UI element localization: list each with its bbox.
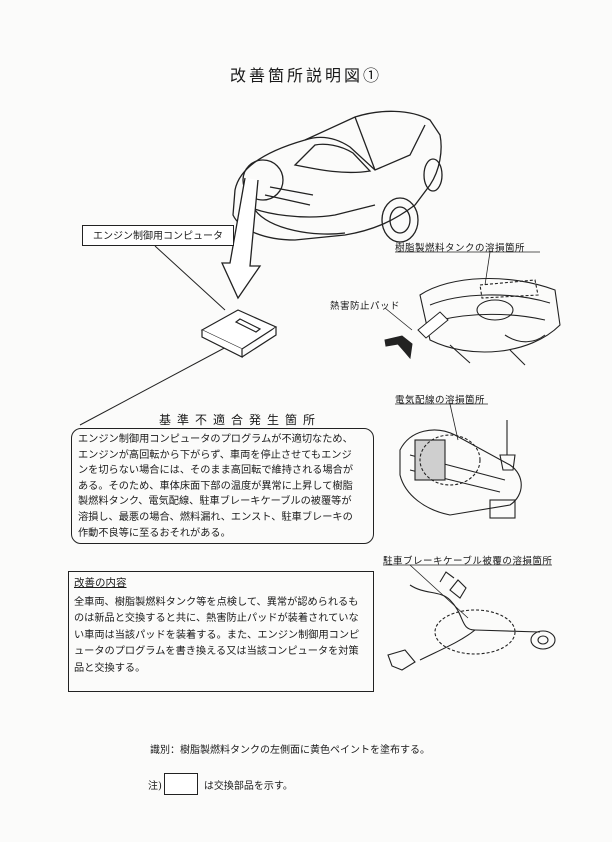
remedy-box: 改善の内容 全車両、樹脂製燃料タンク等を点検して、異常が認められるも のは新品と… [68, 571, 374, 692]
remedy-line: い車両は当該パッドを装着する。また、エンジン制御用コンピ [74, 629, 360, 641]
noncompliance-line: ある。そのため、車体床面下部の温度が異常に上昇して樹脂 [78, 480, 353, 492]
brake-cable-illustration [387, 571, 556, 671]
page-title: 改善箇所説明図① [229, 66, 382, 85]
remedy-line: 品と交換する。 [74, 662, 146, 674]
identification-note: 識別：樹脂製燃料タンクの左側面に黄色ペイントを塗布する。 [150, 745, 430, 756]
legend-suffix: は交換部品を示す。 [203, 780, 293, 792]
remedy-line: ュータのプログラムを書き換える又は当該コンピュータを対策 [74, 646, 359, 658]
legend-note: 注) は交換部品を示す。 [148, 773, 293, 795]
noncompliance-line: 溶損し、最悪の場合、燃料漏れ、エンスト、駐車ブレーキの [78, 511, 353, 523]
fuel-tank-illustration [419, 277, 561, 366]
ecu-label: エンジン制御用コンピュータ [82, 225, 234, 246]
remedy-line: 全車両、樹脂製燃料タンク等を点検して、異常が認められるも [74, 596, 359, 608]
transmission-illustration [399, 420, 522, 519]
car-illustration [232, 110, 443, 243]
ecu-unit-illustration [200, 309, 278, 358]
noncompliance-line: ンを切らない場合には、そのまま高回転で維持される場合が [78, 465, 354, 477]
remedy-line: のは新品と交換すると共に、熱害防止パッドが装着されていな [74, 613, 359, 625]
replacement-part-swatch [163, 773, 198, 795]
legend-prefix: 注) [148, 780, 162, 792]
fuel-tank-damage-label: 樹脂製燃料タンクの溶損箇所 [395, 243, 526, 254]
noncompliance-line: 製燃料タンク、電気配線、駐車ブレーキケーブルの被覆等が [78, 496, 352, 508]
heat-shield-pad-label: 熱害防止パッド [330, 301, 401, 312]
brake-cable-damage-label: 駐車ブレーキケーブル被覆の溶損箇所 [383, 556, 553, 567]
remedy-title: 改善の内容 [74, 577, 127, 589]
noncompliance-title: 基準不適合発生箇所 [158, 413, 321, 427]
wiring-damage-label: 電気配線の溶損箇所 [395, 395, 486, 406]
noncompliance-line: エンジンが高回転から下がらず、車両を停止させてもエンジ [78, 449, 352, 461]
noncompliance-line: エンジン制御用コンピュータのプログラムが不適切なため、 [78, 434, 353, 445]
pointer-arrow-icon [220, 177, 262, 300]
noncompliance-box: エンジン制御用コンピュータのプログラムが不適切なため、 エンジンが高回転から下が… [71, 428, 374, 544]
noncompliance-line: 作動不良等に至るおそれがある。 [78, 527, 231, 539]
